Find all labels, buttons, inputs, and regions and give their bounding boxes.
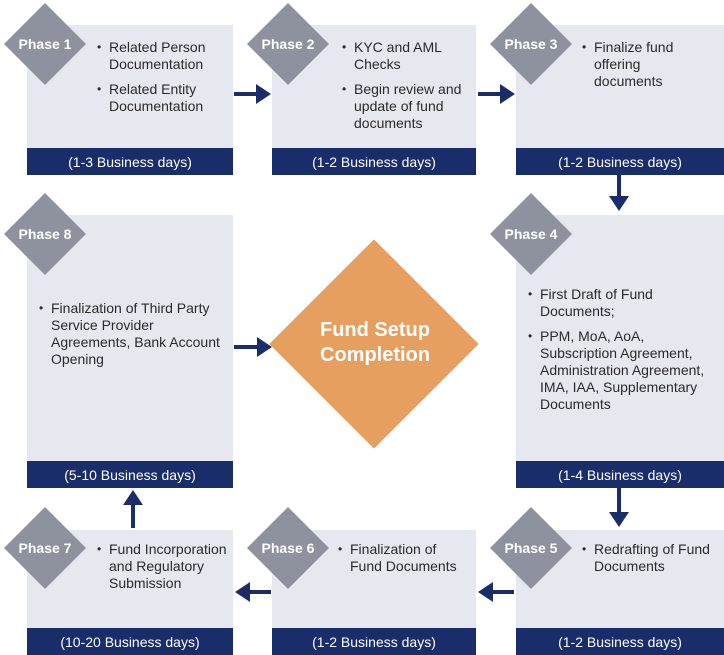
phase-1-item: Related Entity Documentation: [97, 81, 227, 115]
phase-1-duration: (1-3 Business days): [27, 148, 233, 175]
phase-7-label: Phase 7: [18, 540, 72, 556]
phase-5-item: Redrafting of Fund Documents: [582, 541, 712, 575]
arrow-right-icon: [234, 84, 271, 104]
phase-7-duration: (10-20 Business days): [27, 628, 233, 655]
phase-4-item: PPM, MoA, AoA, Subscription Agreement, A…: [528, 328, 722, 413]
phase-3-duration: (1-2 Business days): [516, 148, 724, 175]
phase-1-item: Related Person Documentation: [97, 39, 227, 73]
phase-4-duration: (1-4 Business days): [516, 461, 724, 488]
phase-2-items: KYC and AML Checks Begin review and upda…: [342, 39, 472, 140]
phase-2-duration: (1-2 Business days): [272, 148, 476, 175]
phase-6-box: Finalization of Fund Documents (1-2 Busi…: [272, 530, 476, 655]
phase-2-label: Phase 2: [261, 36, 315, 52]
phase-4-label: Phase 4: [504, 226, 558, 242]
phase-2-box: KYC and AML Checks Begin review and upda…: [272, 25, 476, 175]
arrow-left-icon: [235, 582, 271, 602]
phase-3-box: Finalize fund offering documents (1-2 Bu…: [516, 25, 724, 175]
phase-8-item: Finalization of Third Party Service Prov…: [39, 300, 229, 368]
phase-8-box: Finalization of Third Party Service Prov…: [27, 215, 233, 488]
arrow-right-icon: [234, 337, 272, 357]
phase-3-items: Finalize fund offering documents: [582, 39, 712, 98]
phase-3-label: Phase 3: [504, 36, 558, 52]
phase-4-items: First Draft of Fund Documents; PPM, MoA,…: [528, 286, 722, 421]
phase-6-item: Finalization of Fund Documents: [338, 541, 468, 575]
phase-5-label: Phase 5: [504, 540, 558, 556]
phase-6-items: Finalization of Fund Documents: [338, 541, 468, 583]
phase-7-box: Fund Incorporation and Regulatory Submis…: [27, 530, 233, 655]
phase-6-duration: (1-2 Business days): [272, 628, 476, 655]
arrow-down-icon: [609, 488, 629, 527]
phase-2-item: KYC and AML Checks: [342, 39, 472, 73]
phase-7-items: Fund Incorporation and Regulatory Submis…: [97, 541, 227, 600]
phase-2-item: Begin review and update of fund document…: [342, 81, 472, 132]
phase-8-label: Phase 8: [18, 226, 72, 242]
arrow-up-icon: [123, 490, 143, 528]
phase-7-item: Fund Incorporation and Regulatory Submis…: [97, 541, 227, 592]
arrow-left-icon: [478, 582, 514, 602]
phase-8-items: Finalization of Third Party Service Prov…: [39, 300, 229, 376]
phase-1-box: Related Person Documentation Related Ent…: [27, 25, 233, 175]
fund-setup-completion-label: Fund Setup Completion: [320, 319, 430, 366]
arrow-right-icon: [478, 84, 515, 104]
phase-6-label: Phase 6: [261, 540, 315, 556]
phase-8-duration: (5-10 Business days): [27, 461, 233, 488]
phase-1-items: Related Person Documentation Related Ent…: [97, 39, 227, 123]
phase-4-item: First Draft of Fund Documents;: [528, 286, 680, 320]
arrow-down-icon: [609, 175, 629, 211]
phase-3-item: Finalize fund offering documents: [582, 39, 712, 90]
phase-1-label: Phase 1: [18, 36, 72, 52]
phase-4-box: First Draft of Fund Documents; PPM, MoA,…: [516, 215, 724, 488]
phase-5-items: Redrafting of Fund Documents: [582, 541, 712, 583]
phase-5-duration: (1-2 Business days): [516, 628, 724, 655]
